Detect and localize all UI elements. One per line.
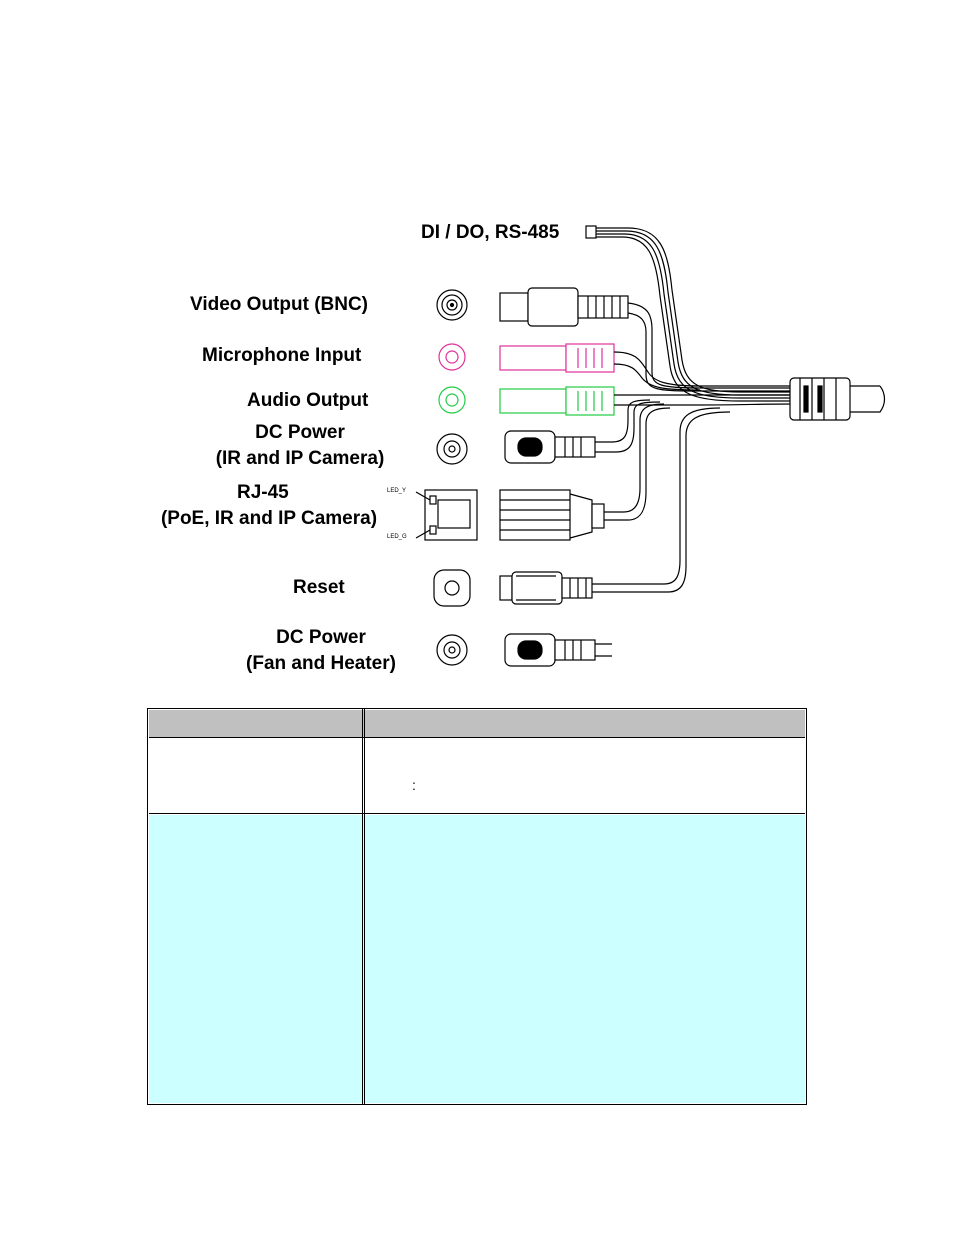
dc-jack-ir-icon: [436, 433, 468, 465]
table-row: :: [149, 739, 805, 814]
audio-jack-icon: [438, 386, 466, 414]
table-row-colon: :: [412, 777, 416, 793]
dc-power-fan-cable: [504, 633, 612, 667]
table-header-row: [149, 710, 805, 738]
table-column-divider-inner: [364, 709, 365, 1104]
microphone-input-label: Microphone Input: [202, 345, 362, 366]
table-column-divider: [362, 709, 363, 1104]
dido-rs485-label: DI / DO, RS-485: [421, 222, 560, 243]
rj45-label: RJ-45 (PoE, IR and IP Camera): [147, 480, 391, 532]
reset-button-icon: [433, 569, 471, 607]
dc-power-ir-line2: (IR and IP Camera): [215, 448, 385, 469]
led-y-label: LED_Y: [387, 488, 407, 494]
connector-table: :: [147, 708, 807, 1105]
audio-cable: [499, 386, 615, 416]
rj45-line2: (PoE, IR and IP Camera): [160, 508, 378, 529]
dc-power-ir-label: DC Power (IR and IP Camera): [202, 420, 398, 472]
led-g-label: LED_G: [387, 534, 407, 540]
video-output-label: Video Output (BNC): [190, 294, 369, 315]
dc-power-fan-label: DC Power (Fan and Heater): [236, 625, 406, 677]
table-row-highlighted: [149, 815, 805, 1103]
dido-wire-bundle: [585, 225, 790, 402]
mic-jack-icon: [438, 343, 466, 371]
dc-power-fan-line1: DC Power: [276, 627, 366, 648]
dc-power-fan-line2: (Fan and Heater): [246, 653, 396, 674]
reset-cable: [499, 407, 731, 605]
audio-output-label: Audio Output: [247, 390, 369, 411]
dc-power-ir-cable: [504, 399, 661, 464]
bnc-jack-icon: [436, 289, 468, 321]
dc-power-ir-line1: DC Power: [255, 422, 345, 443]
microphone-cable: [499, 343, 615, 373]
dc-jack-fan-icon: [436, 634, 468, 666]
rj45-jack-icon: [415, 489, 478, 541]
rj45-line1: RJ-45: [237, 482, 289, 503]
video-bnc-cable: [499, 287, 790, 392]
reset-label: Reset: [293, 577, 345, 598]
connector-cable-diagram: [415, 225, 886, 667]
cable-gland: [789, 377, 886, 421]
rj45-cable: [499, 403, 671, 541]
